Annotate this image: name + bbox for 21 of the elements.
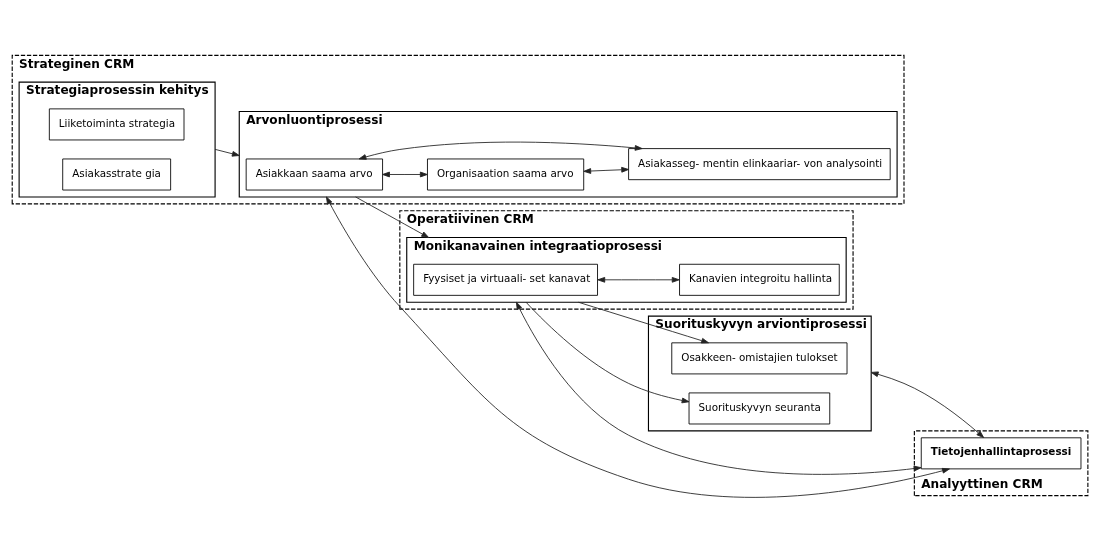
node-box: Osakkeen- omistajien tulokset (671, 342, 848, 375)
arrow (583, 166, 630, 174)
arrow (355, 196, 430, 238)
arrow (597, 276, 680, 283)
node-box: Suorituskyvyn seuranta (688, 392, 831, 425)
node-box: Tietojenhallintaprosessi (920, 437, 1082, 470)
arrow (326, 196, 950, 498)
node-box: Liiketoiminta strategia (48, 108, 185, 141)
node-box: Asiakasseg- mentin elinkaariar- von analysointi (628, 148, 891, 181)
node-box: Asiakkaan saama arvo (245, 158, 383, 191)
arrow (358, 141, 643, 160)
node-box: Kanavien integroitu hallinta (679, 263, 840, 296)
node-box: Fyysiset ja virtuaali- set kanavat (413, 263, 598, 296)
arrow (515, 301, 922, 475)
arrow (870, 371, 985, 438)
arrow (525, 301, 690, 404)
arrow (578, 301, 709, 344)
arrow (382, 171, 428, 178)
node-box: Organisaation saama arvo (427, 158, 585, 191)
node-box: Asiakasstrate gia (62, 158, 172, 191)
arrow (214, 148, 240, 157)
